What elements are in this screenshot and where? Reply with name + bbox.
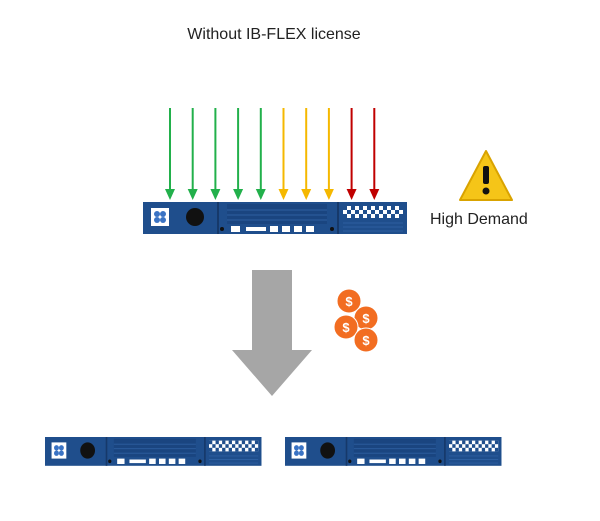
svg-text:$: $ — [362, 311, 370, 326]
svg-text:$: $ — [342, 320, 350, 335]
coin: $ — [336, 288, 362, 314]
cost-coins-icon: $ $ $ $ — [333, 288, 379, 353]
incoming-traffic-arrows — [165, 108, 380, 200]
arrow-red — [369, 108, 380, 200]
svg-text:$: $ — [345, 294, 353, 309]
arrow-green — [255, 108, 266, 200]
appliance-pair — [44, 436, 502, 467]
warning-icon — [459, 150, 513, 201]
arrow-green — [187, 108, 198, 200]
appliance-2 — [284, 436, 502, 467]
appliance-overloaded — [142, 201, 408, 235]
diagram-title: Without IB-FLEX license — [187, 26, 361, 43]
big-down-arrow — [232, 270, 312, 396]
svg-text:$: $ — [362, 333, 370, 348]
arrow-green — [233, 108, 244, 200]
arrow-green — [210, 108, 221, 200]
coin: $ — [353, 327, 379, 353]
arrow-yellow — [301, 108, 312, 200]
high-demand-label: High Demand — [430, 211, 528, 228]
arrow-red — [346, 108, 357, 200]
coin: $ — [333, 314, 359, 340]
arrow-yellow — [323, 108, 334, 200]
arrow-yellow — [278, 108, 289, 200]
arrow-green — [165, 108, 175, 200]
appliance-1 — [44, 436, 262, 467]
